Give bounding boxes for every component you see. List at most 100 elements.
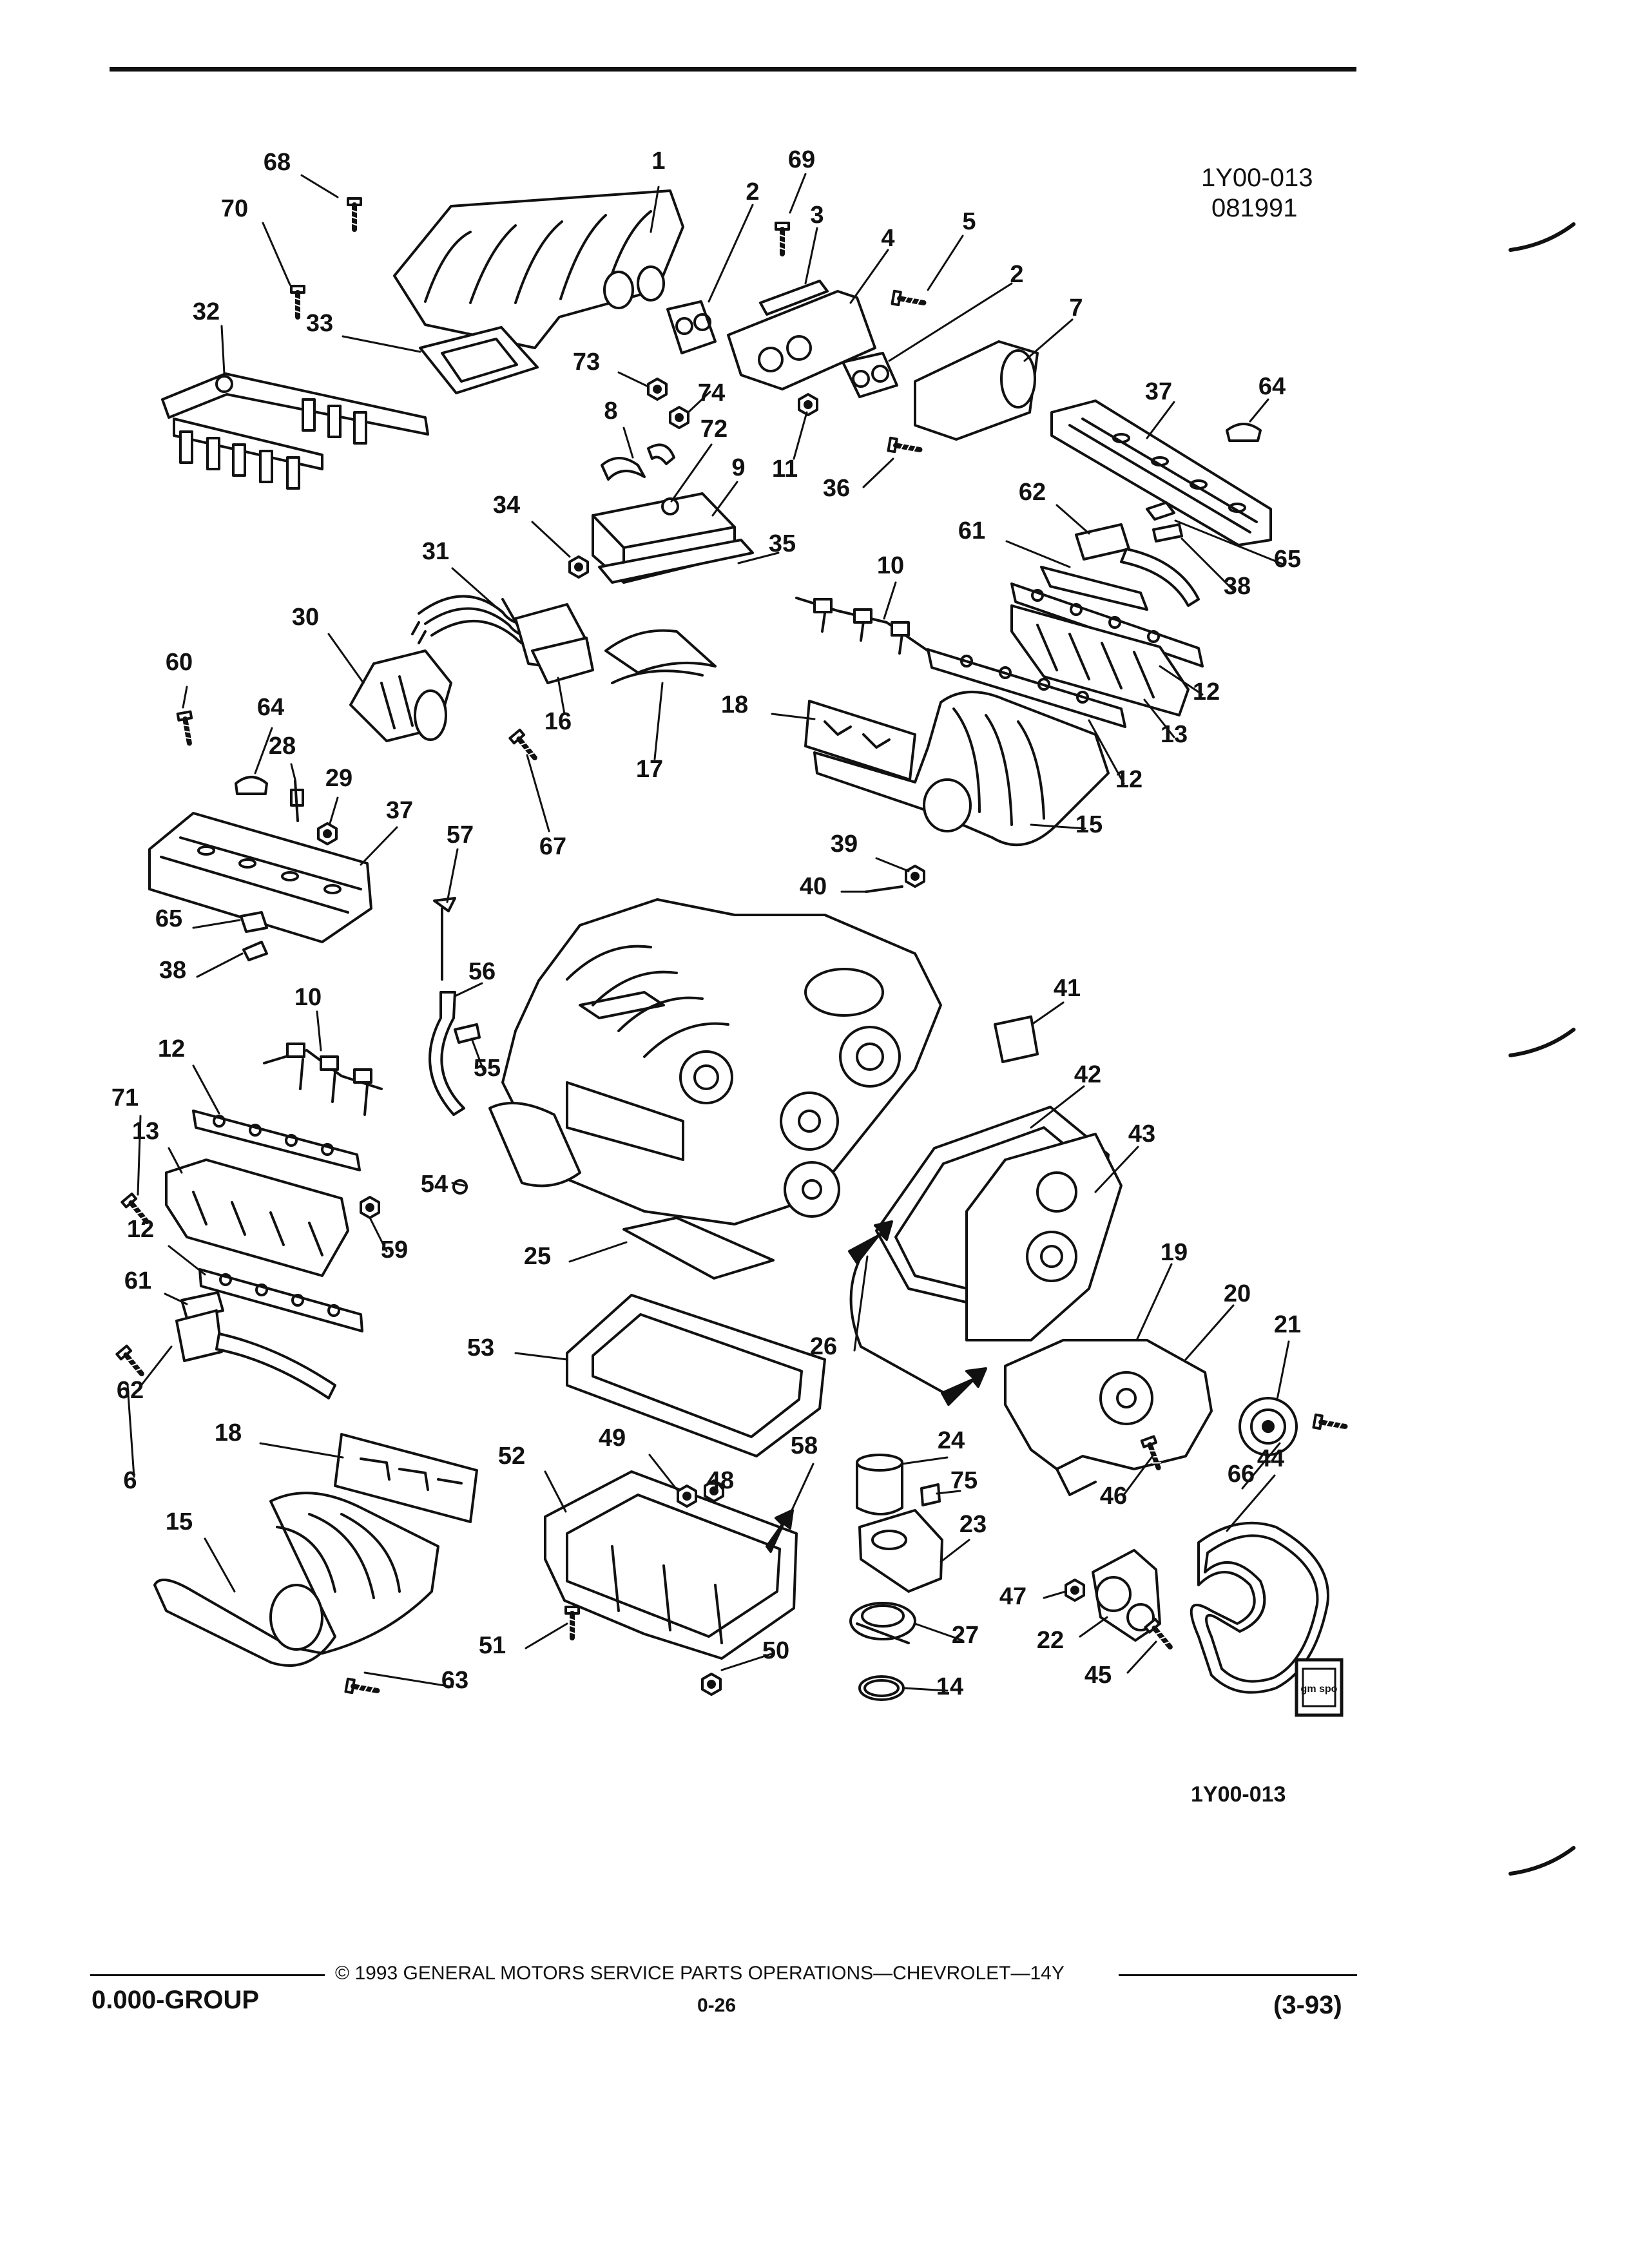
stud-40 [865, 885, 903, 893]
oil-filler-cap-left [235, 776, 268, 795]
gm-spo-logo-text: gm spo [1301, 1684, 1338, 1695]
location-arrow-pump [941, 1367, 987, 1406]
leader-line-12 [1159, 665, 1204, 696]
leader-line-34 [531, 521, 571, 558]
leader-line-18 [259, 1442, 344, 1459]
leader-line-67 [526, 754, 550, 832]
leader-line-47 [1043, 1590, 1067, 1599]
leader-line-62 [1055, 504, 1090, 535]
oil-dipstick [429, 897, 468, 1195]
leader-line-60 [182, 686, 188, 709]
plenum-cover-plate [419, 326, 539, 394]
oil-line-fitting [920, 1483, 941, 1506]
leader-line-59 [369, 1216, 388, 1253]
leader-line-22 [1079, 1616, 1108, 1638]
leader-line-24 [901, 1456, 949, 1465]
callout-61: 61 [124, 1267, 151, 1294]
leader-line-15 [204, 1537, 236, 1593]
location-arrow-pan [766, 1509, 794, 1553]
binding-mark-3 [1509, 1846, 1576, 1876]
callout-24: 24 [938, 1427, 965, 1454]
oil-filter-adapter [858, 1509, 943, 1593]
callout-73: 73 [573, 349, 600, 376]
callout-12: 12 [158, 1035, 185, 1062]
callout-51: 51 [479, 1632, 506, 1659]
intake-runner-left [165, 1158, 349, 1277]
leader-line-50 [720, 1652, 775, 1671]
callout-45: 45 [1084, 1662, 1112, 1689]
callout-13: 13 [132, 1118, 159, 1145]
leader-line-33 [342, 335, 421, 353]
nut-47 [1065, 1579, 1085, 1602]
nut-74 [669, 406, 689, 429]
callout-68: 68 [264, 149, 291, 176]
callout-15: 15 [166, 1508, 193, 1535]
leader-line-65 [1174, 519, 1285, 566]
vent-hose [1152, 523, 1183, 543]
footer-rule-right [1119, 1974, 1357, 1976]
callout-10: 10 [877, 552, 904, 579]
callout-26: 26 [810, 1333, 837, 1360]
leader-line-13 [1143, 698, 1175, 738]
page-number: 0-26 [697, 1995, 737, 2016]
valve-cover-right [1050, 399, 1272, 546]
throttle-body-gasket [666, 300, 717, 354]
o-ring [858, 1675, 905, 1701]
water-pump-pulley [1239, 1397, 1298, 1456]
callout-38: 38 [159, 957, 186, 984]
exhaust-manifold-right [813, 690, 1110, 847]
callout-9: 9 [731, 454, 745, 481]
bolt-69 [776, 223, 789, 254]
callout-10: 10 [294, 984, 322, 1011]
callout-23: 23 [959, 1511, 987, 1538]
callout-72: 72 [700, 416, 728, 443]
nut-49 [677, 1485, 697, 1508]
nut-11 [798, 393, 818, 416]
bolt-45 [1145, 1619, 1175, 1651]
gm-spo-logo: gm spo [1295, 1658, 1344, 1717]
bolt-51 [566, 1607, 579, 1638]
leader-line-12 [1088, 719, 1125, 785]
callout-59: 59 [381, 1236, 408, 1264]
leader-line-31 [451, 567, 510, 620]
callout-64: 64 [1258, 373, 1286, 400]
callout-19: 19 [1161, 1239, 1188, 1266]
oil-level-sensor [454, 1023, 481, 1044]
callout-30: 30 [292, 604, 319, 631]
throttle-body-gasket-rear [842, 352, 898, 398]
coil-bracket [531, 637, 594, 684]
revision-date: (3-93) [1273, 1991, 1342, 2019]
callout-42: 42 [1074, 1061, 1101, 1088]
leader-line-18 [771, 713, 816, 720]
leader-line-1 [650, 186, 660, 233]
leader-line-42 [1030, 1085, 1085, 1129]
callout-64: 64 [257, 694, 284, 721]
leader-line-28 [290, 763, 296, 781]
callout-65: 65 [155, 905, 182, 932]
leader-line-14 [903, 1687, 949, 1692]
callout-16: 16 [545, 708, 572, 735]
callout-44: 44 [1257, 1445, 1284, 1472]
callout-60: 60 [166, 649, 193, 676]
exhaust-gasket-right-lower [927, 648, 1126, 728]
leader-line-20 [1184, 1304, 1235, 1361]
leader-line-7 [1023, 318, 1074, 362]
callout-18: 18 [721, 691, 748, 718]
leader-line-74 [687, 390, 711, 414]
callout-71: 71 [111, 1084, 139, 1111]
leader-line-55 [470, 1037, 486, 1075]
callout-21: 21 [1274, 1311, 1301, 1338]
valve-cover-left [148, 812, 372, 943]
nut-73 [647, 378, 668, 401]
leader-line-38 [1181, 537, 1235, 591]
callout-13: 13 [1161, 721, 1188, 748]
callout-2: 2 [1010, 261, 1023, 288]
oil-filler-cap [1226, 423, 1262, 442]
callout-12: 12 [1193, 678, 1220, 706]
leader-line-12 [192, 1064, 220, 1115]
bolt-60 [178, 711, 196, 744]
leader-line-54 [451, 1182, 465, 1187]
